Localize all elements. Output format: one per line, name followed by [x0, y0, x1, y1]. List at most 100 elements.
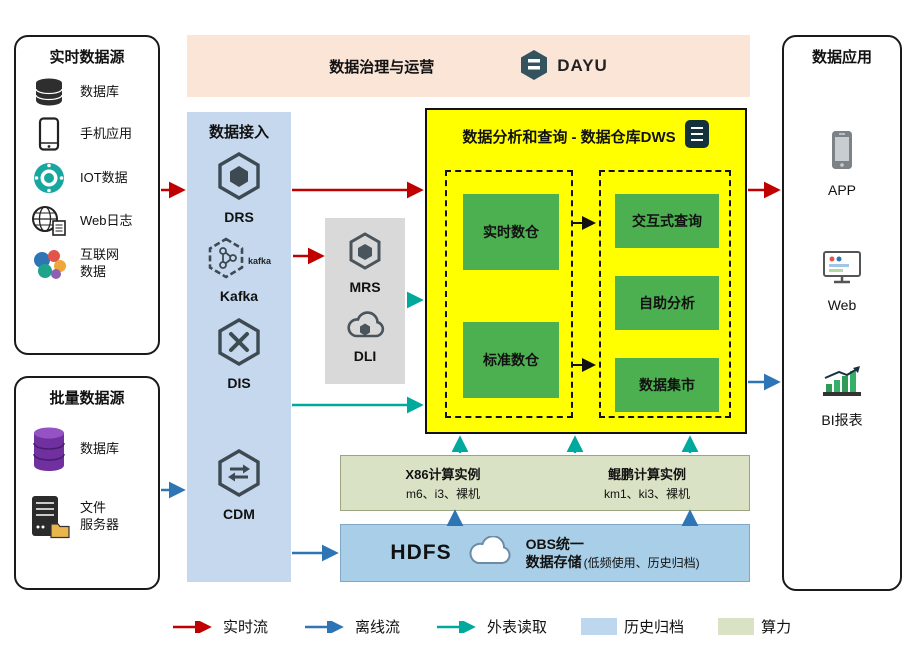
web-globe-icon [26, 205, 72, 237]
service-dis: DIS [187, 318, 291, 391]
module-interactive-query: 交互式查询 [615, 194, 719, 248]
mrs-hexagon-icon [348, 232, 382, 275]
compute-title: X86计算实例 [405, 467, 481, 482]
module-label: 交互式查询 [632, 213, 702, 229]
legend: 实时流 离线流 外表读取 历史归档 算力 [170, 616, 791, 637]
service-mrs: MRS [325, 232, 405, 295]
iot-icon [26, 161, 72, 195]
panel-data-ingestion: 数据接入 DRS kafka Kafka DIS [187, 112, 291, 582]
list-item: IOT数据 [16, 156, 158, 200]
dayu-hexagon-icon [519, 48, 549, 85]
panel-title: 数据接入 [208, 124, 269, 141]
item-label: 文件 服务器 [80, 500, 120, 532]
obs-note: (低频使用、历史归档) [583, 555, 700, 570]
list-item: 数据库 [16, 72, 158, 112]
dws-title: 数据分析和查询 - 数据仓库DWS [462, 129, 676, 146]
item-label: 数据库 [80, 83, 120, 99]
item-label: 手机应用 [80, 125, 133, 141]
panel-middleware: MRS DLI [325, 218, 405, 384]
module-data-mart: 数据集市 [615, 358, 719, 412]
panel-title: 实时数据源 [49, 49, 125, 66]
kafka-hexagon-icon [207, 237, 245, 284]
bi-report-icon [821, 365, 863, 404]
service-label: DIS [227, 375, 251, 391]
legend-item-external-read: 外表读取 [434, 616, 547, 637]
item-label: APP [827, 182, 856, 198]
panel-realtime-sources: 实时数据源 数据库 手机应用 IOT数据 [14, 35, 160, 355]
legend-item-realtime-flow: 实时流 [170, 616, 268, 637]
document-icon [684, 119, 710, 154]
database-icon [26, 77, 72, 107]
governance-title: 数据治理与运营 [329, 58, 435, 76]
service-label: DLI [353, 348, 377, 364]
kunpeng-compute-group: 鲲鹏计算实例 km1、ki3、裸机 [545, 464, 749, 502]
dayu-logo-text: DAYU [557, 56, 608, 75]
list-item: 数据库 [16, 413, 158, 478]
obs-text: OBS统一 数据存储(低频使用、历史归档) [526, 535, 700, 572]
module-label: 数据集市 [639, 377, 695, 393]
panel-batch-sources: 批量数据源 数据库 文件 服务器 [14, 376, 160, 590]
external-read-arrow-icon [437, 620, 476, 633]
realtime-flow-arrow-icon [173, 620, 212, 633]
list-item: 互联网 数据 [16, 242, 158, 286]
query-group: 交互式查询 自助分析 数据集市 [599, 170, 731, 418]
obs-line2: 数据存储 [525, 553, 582, 570]
x86-compute-group: X86计算实例 m6、i3、裸机 [341, 464, 545, 502]
panel-data-applications: 数据应用 APP Web BI报表 [782, 35, 902, 591]
warehouse-group: 实时数仓 标准数仓 [445, 170, 573, 418]
panel-title: 数据应用 [811, 49, 872, 66]
drs-hexagon-icon [217, 152, 261, 205]
item-label: IOT数据 [80, 169, 128, 185]
item-label: 数据库 [80, 440, 120, 456]
panel-title: 批量数据源 [49, 390, 125, 407]
cdm-hexagon-icon [217, 449, 261, 502]
file-server-icon [26, 494, 72, 540]
obs-cloud-icon [466, 534, 512, 571]
kafka-wordmark: kafka [247, 255, 272, 266]
list-item: BI报表 [784, 365, 900, 430]
legend-label: 实时流 [223, 619, 269, 636]
panel-dws: 数据分析和查询 - 数据仓库DWS 实时数仓 标准数仓 交互式查询 自助分析 数… [425, 108, 747, 434]
hdfs-label: HDFS [390, 541, 452, 564]
obs-line1: OBS统一 [525, 535, 584, 552]
module-label: 自助分析 [639, 295, 695, 311]
internet-data-icon [26, 248, 72, 280]
module-realtime-warehouse: 实时数仓 [463, 194, 559, 270]
compute-title: 鲲鹏计算实例 [607, 467, 686, 482]
service-label: CDM [223, 506, 255, 522]
compute-specs: km1、ki3、裸机 [603, 487, 690, 501]
realtime-source-list: 数据库 手机应用 IOT数据 Web日志 [16, 72, 158, 286]
service-label: Kafka [219, 288, 259, 304]
service-drs: DRS [187, 152, 291, 225]
service-dli: DLI [325, 309, 405, 364]
compute-power-swatch [718, 618, 755, 635]
legend-item-history-archive: 历史归档 [581, 616, 684, 637]
kafka-icon-row: kafka [207, 237, 271, 284]
service-label: MRS [349, 279, 381, 295]
panel-compute-instances: X86计算实例 m6、i3、裸机 鲲鹏计算实例 km1、ki3、裸机 [340, 455, 750, 511]
service-cdm: CDM [187, 449, 291, 522]
legend-label: 离线流 [355, 619, 401, 636]
module-standard-warehouse: 标准数仓 [463, 322, 559, 398]
dayu-logo: DAYU [519, 48, 608, 85]
item-label: 互联网 数据 [80, 247, 120, 279]
legend-label: 算力 [761, 619, 792, 636]
list-item: 手机应用 [16, 112, 158, 156]
list-item: 文件 服务器 [16, 478, 158, 545]
legend-label: 历史归档 [624, 619, 685, 636]
service-label: DRS [224, 209, 254, 225]
dis-hexagon-icon [217, 318, 261, 371]
app-phone-icon [829, 129, 855, 176]
web-monitor-icon [822, 250, 862, 291]
item-label: Web日志 [80, 212, 133, 228]
list-item: Web [784, 250, 900, 313]
list-item: Web日志 [16, 200, 158, 242]
module-self-service-analysis: 自助分析 [615, 276, 719, 330]
mobile-phone-icon [26, 117, 72, 151]
legend-item-offline-flow: 离线流 [302, 616, 400, 637]
panel-storage: HDFS OBS统一 数据存储(低频使用、历史归档) [340, 524, 750, 582]
legend-item-compute-power: 算力 [718, 616, 791, 637]
module-label: 标准数仓 [483, 352, 539, 368]
item-label: Web [827, 297, 857, 313]
